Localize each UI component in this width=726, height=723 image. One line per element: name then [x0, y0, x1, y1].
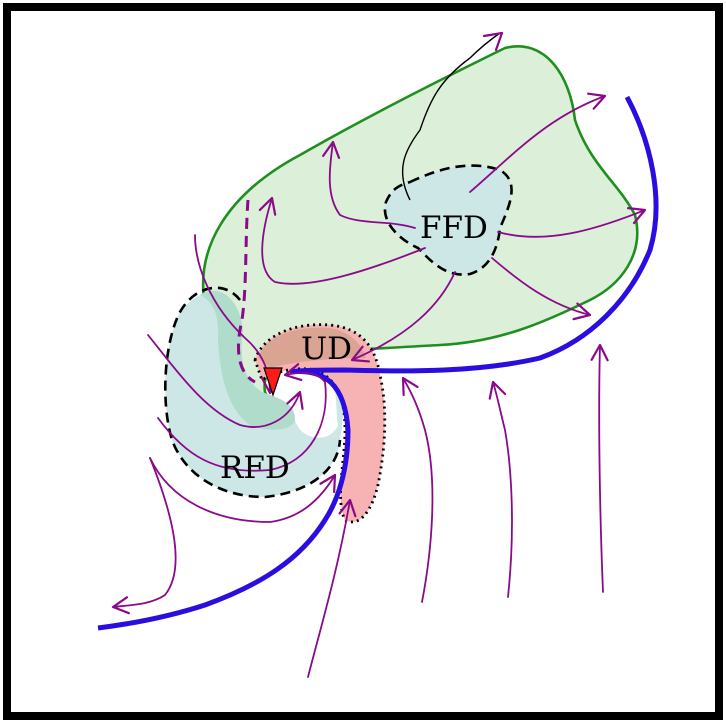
ffd-label: FFD: [420, 210, 488, 246]
streamline-arrow: [147, 334, 304, 428]
ud-label: UD: [301, 331, 352, 367]
streamline-arrow: [149, 457, 337, 523]
updraft-region: [253, 323, 387, 524]
upper-level-arrowhead: [482, 31, 504, 52]
streamline-arrow: [350, 271, 456, 363]
upper-level-streamline: [401, 32, 501, 201]
ffd-region: [383, 164, 513, 276]
streamline-arrow: [258, 196, 426, 285]
hook-echo-region: [200, 290, 295, 430]
updraft-core: [258, 327, 366, 368]
streamline-arrow: [469, 92, 607, 193]
streamline-arrow: [590, 343, 609, 593]
streamline-arrow: [491, 257, 592, 321]
streamline-arrow: [497, 207, 647, 238]
streamline-arrow: [488, 380, 513, 598]
streamline-arrow: [307, 498, 357, 678]
streamline-arrow: [322, 140, 416, 229]
rear-flank-gust-front: [97, 368, 351, 631]
forward-flank-gust-front: [289, 95, 659, 375]
tornado-marker: [263, 367, 283, 397]
rfd-label: RFD: [220, 450, 290, 486]
streamline-arrow: [401, 376, 434, 603]
streamline-arrow: [157, 363, 327, 472]
streamline-arrow: [111, 457, 177, 615]
occlusion-boundary: [236, 199, 256, 384]
rfd-outline: [164, 286, 342, 499]
